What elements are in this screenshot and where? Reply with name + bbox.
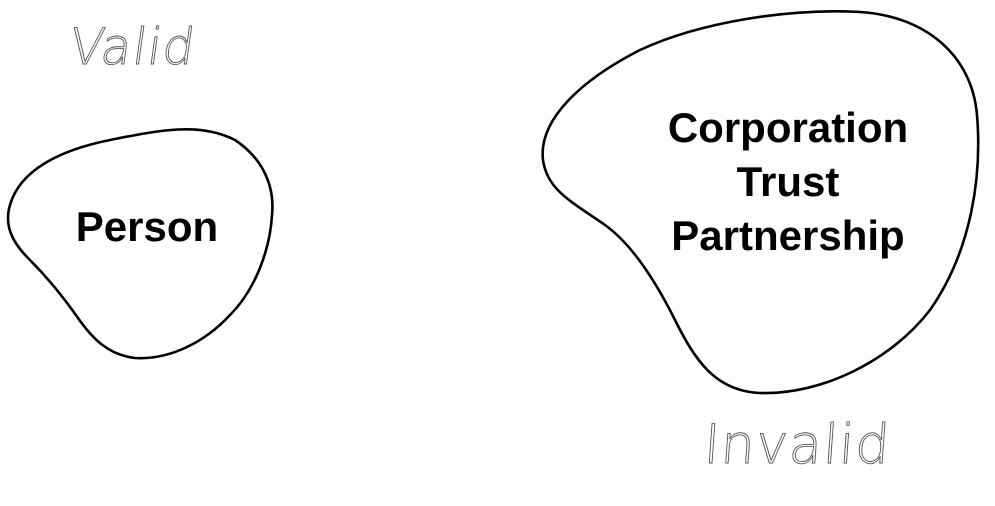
- corporation-label: Corporation: [667, 104, 909, 151]
- person-blob: [6, 128, 274, 360]
- valid-label: Valid: [65, 18, 200, 77]
- partnership-label: Partnership: [671, 212, 905, 259]
- person-label: Person: [75, 203, 219, 250]
- trust-label: Trust: [736, 158, 840, 205]
- entities-label-group: Corporation Trust Partnership: [600, 104, 976, 266]
- invalid-label: Invalid: [701, 413, 893, 477]
- entities-blob: [541, 10, 980, 395]
